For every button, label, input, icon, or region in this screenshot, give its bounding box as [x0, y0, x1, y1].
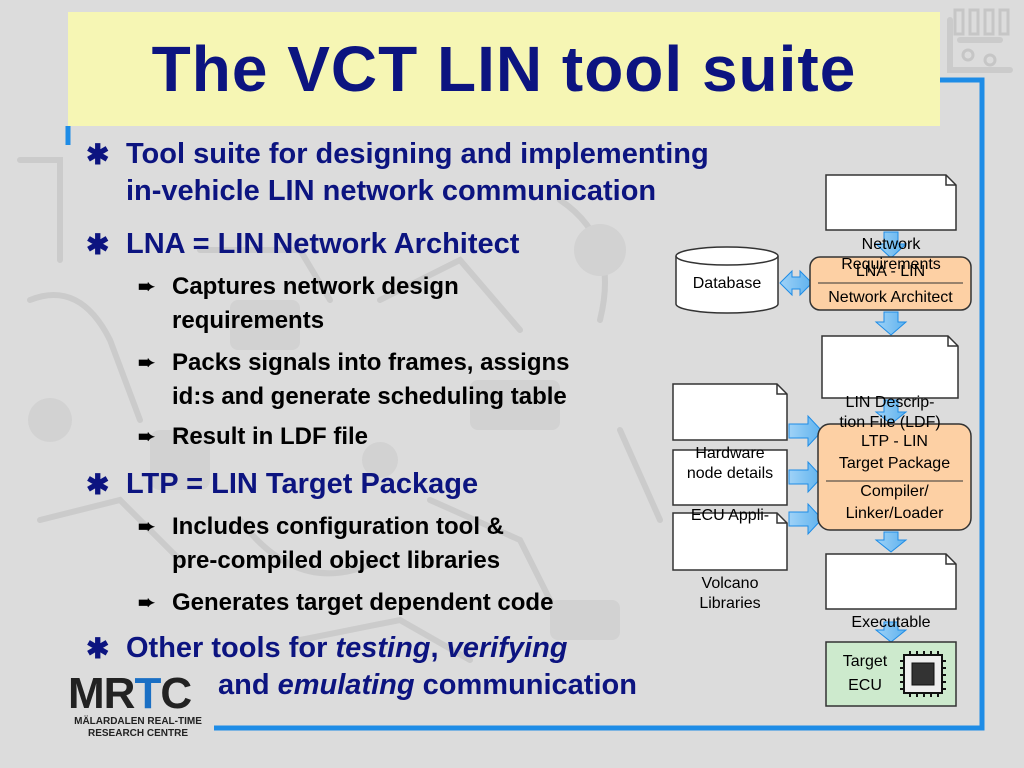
volcano-libraries-document: [672, 512, 788, 571]
hand-pointer-icon: ➨: [138, 516, 155, 538]
label-line: Requirements: [841, 256, 941, 273]
bullet-lna: ✱ LNA = LIN Network Architect: [86, 226, 519, 263]
star-bullet-icon: ✱: [86, 229, 110, 260]
ltp-box: [817, 423, 972, 531]
arrow-down-icon: [874, 399, 908, 425]
label-line: ECU: [848, 677, 882, 694]
sub-bullet-generates: ➨ Generates target dependent code: [138, 586, 553, 620]
ldf-document: [821, 335, 959, 399]
network-requirements-label: Network Requirements: [826, 235, 956, 275]
hardware-node-details-box: [672, 449, 788, 506]
bullet-text-line2: and emulating communication: [218, 667, 637, 704]
sub-bullet-captures: ➨ Captures network design requirements: [138, 270, 459, 338]
sub-bullet-line1: Captures network design: [172, 273, 459, 300]
bullet-text-line1: Other tools for testing, verifying: [126, 630, 637, 667]
page-title: The VCT LIN tool suite: [151, 33, 857, 105]
sub-bullet-ldf: ➨ Result in LDF file: [138, 420, 368, 454]
label-line: LNA - LIN: [855, 263, 926, 280]
sub-bullet-line1: Includes configuration tool &: [172, 513, 504, 540]
label-line: Target Package: [838, 455, 951, 472]
sub-bullet-line1: Result in LDF file: [172, 423, 369, 450]
label-line: node details: [686, 465, 774, 482]
double-arrow-icon: [779, 269, 813, 297]
sub-bullet-line2: requirements: [172, 307, 325, 334]
label-line: Linker/Loader: [845, 505, 944, 522]
bullet-text: LNA = LIN Network Architect: [126, 228, 520, 260]
logo-letter: M: [68, 669, 105, 718]
target-ecu-label: Target ECU: [830, 650, 900, 698]
sub-bullet-line1: Generates target dependent code: [172, 589, 554, 616]
hardware-label: Hardware node details: [673, 444, 787, 484]
bullet-tool-suite: ✱ Tool suite for designing and implement…: [86, 136, 709, 210]
label-line: LIN Descrip-: [845, 394, 935, 411]
arrow-right-icon: [788, 414, 823, 448]
mrtc-logo: MRTC MÄLARDALEN REAL-TIME RESEARCH CENTR…: [68, 672, 208, 740]
text-em-verifying: verifying: [446, 632, 568, 664]
database-label: Database: [692, 275, 762, 292]
lna-label: LNA - LIN Network Architect: [810, 262, 971, 308]
arrow-down-icon: [874, 531, 908, 553]
text-segment: ,: [430, 632, 447, 664]
hand-pointer-icon: ➨: [138, 276, 155, 298]
bullet-text: LTP = LIN Target Package: [126, 468, 479, 500]
bullet-ltp: ✱ LTP = LIN Target Package: [86, 466, 478, 503]
ldf-label: LIN Descrip- tion File (LDF): [822, 393, 958, 433]
arrow-down-icon: [874, 231, 908, 259]
sub-bullet-line2: pre-compiled object libraries: [172, 547, 501, 574]
mrtc-subtitle-line1: MÄLARDALEN REAL-TIME: [74, 716, 202, 727]
mrtc-logo-letters: MRTC: [68, 672, 208, 716]
star-bullet-icon: ✱: [86, 139, 110, 170]
network-requirements-document: [825, 174, 957, 231]
arrow-down-icon: [874, 311, 908, 336]
bullet-text-line2: in-vehicle LIN network communication: [126, 175, 657, 207]
hand-pointer-icon: ➨: [138, 592, 155, 614]
label-line: Libraries: [699, 595, 761, 612]
text-segment: and: [218, 669, 278, 701]
logo-letter: C: [160, 669, 192, 718]
mrtc-subtitle-line2: RESEARCH CENTRE: [87, 728, 188, 739]
sub-bullet-includes: ➨ Includes configuration tool & pre-comp…: [138, 510, 504, 578]
arrow-down-icon: [874, 621, 908, 643]
label-line: Network: [861, 236, 921, 253]
label-line: Hardware: [695, 445, 765, 462]
bullet-text-line1: Tool suite for designing and implementin…: [126, 138, 709, 170]
hand-pointer-icon: ➨: [138, 426, 155, 448]
star-bullet-icon: ✱: [86, 633, 110, 664]
label-line: Target: [842, 653, 888, 670]
hardware-document: [672, 383, 788, 441]
sub-bullet-packs: ➨ Packs signals into frames, assigns id:…: [138, 346, 570, 414]
title-banner: The VCT LIN tool suite: [68, 12, 940, 126]
label-line: Network Architect: [828, 289, 953, 306]
microchip-icon: [900, 651, 946, 697]
executable-document: [825, 553, 957, 610]
logo-letter: R: [103, 669, 136, 718]
ecu-application-label: ECU Appli-: [690, 507, 770, 524]
sub-bullet-line1: Packs signals into frames, assigns: [172, 349, 570, 376]
text-em-testing: testing: [335, 632, 431, 664]
label-line: Compiler/: [860, 483, 929, 500]
label-line: tion File (LDF): [839, 414, 941, 431]
text-segment: communication: [414, 669, 637, 701]
star-bullet-icon: ✱: [86, 469, 110, 500]
label-line: Volcano: [701, 575, 759, 592]
hand-pointer-icon: ➨: [138, 352, 155, 374]
text-segment: Other tools for: [126, 632, 336, 664]
text-em-emulating: emulating: [277, 669, 415, 701]
logo-letter: T: [134, 669, 161, 718]
volcano-libraries-label: Volcano Libraries: [673, 574, 787, 614]
executable-label: Executable: [851, 614, 931, 631]
ltp-label: LTP - LIN Target Package Compiler/ Linke…: [818, 431, 971, 525]
arrow-right-icon: [788, 502, 823, 536]
label-line: LTP - LIN: [861, 433, 928, 450]
bullet-other-tools: ✱ Other tools for testing, verifying and…: [86, 630, 637, 704]
database-cylinder: [675, 246, 779, 314]
sub-bullet-line2: id:s and generate scheduling table: [172, 383, 567, 410]
arrow-right-icon: [788, 460, 823, 494]
